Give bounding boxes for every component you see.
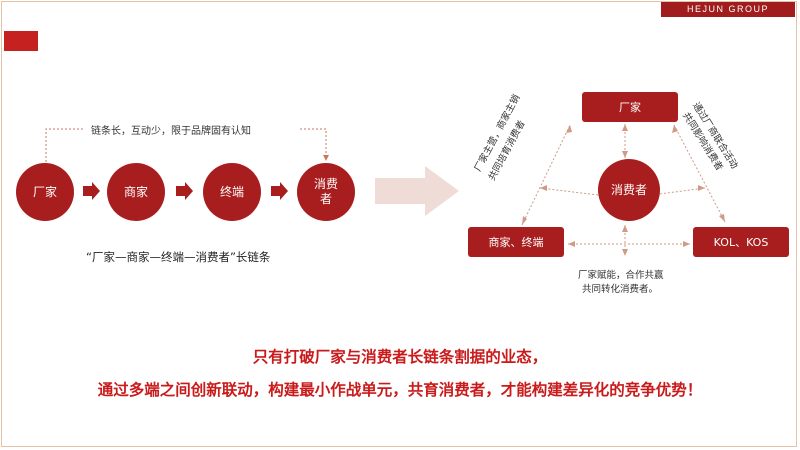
- network-label-bottom-1: 厂家赋能，合作共赢: [578, 270, 664, 281]
- top-bracket-line: [45, 128, 84, 162]
- chain-arrow-1: [83, 182, 100, 200]
- link-center-left: [539, 187, 599, 196]
- top-bracket-line-right: [300, 128, 329, 161]
- headline-line-1: 只有打破厂家与消费者长链条割据的业态，: [252, 348, 548, 366]
- link-top-left: [521, 124, 571, 226]
- network-label-bottom-2: 共同转化消费者。: [582, 284, 659, 295]
- brand-banner: HEJUN GROUP: [661, 2, 795, 17]
- chain-node-manufacturer: 厂家: [16, 163, 74, 221]
- consumer-line-1: 消费: [313, 177, 338, 191]
- link-center-right: [651, 187, 706, 196]
- network-node-manufacturer: 厂家: [582, 92, 678, 122]
- chain-node-merchant: 商家: [107, 163, 165, 221]
- consumer-line-2: 者: [319, 192, 332, 206]
- chain-arrow-2: [176, 182, 193, 200]
- red-accent-tab: [4, 31, 38, 51]
- transition-arrow: [375, 166, 459, 216]
- chain-node-consumer: 消费 者: [297, 163, 355, 221]
- chain-arrow-3: [271, 182, 288, 200]
- chain-caption: “厂家—商家—终端—消费者”长链条: [86, 250, 271, 264]
- network-node-kol-kos: KOL、KOS: [693, 227, 789, 257]
- headline-line-2: 通过多端之间创新联动，构建最小作战单元，共育消费者，才能构建差异化的竞争优势！: [97, 381, 703, 399]
- network-node-merchant-terminal: 商家、终端: [468, 227, 564, 257]
- chain-node-terminal: 终端: [203, 163, 261, 221]
- chain-top-note: 链条长，互动少，限于品牌固有认知: [91, 126, 251, 137]
- network-node-consumer: 消费者: [598, 159, 660, 221]
